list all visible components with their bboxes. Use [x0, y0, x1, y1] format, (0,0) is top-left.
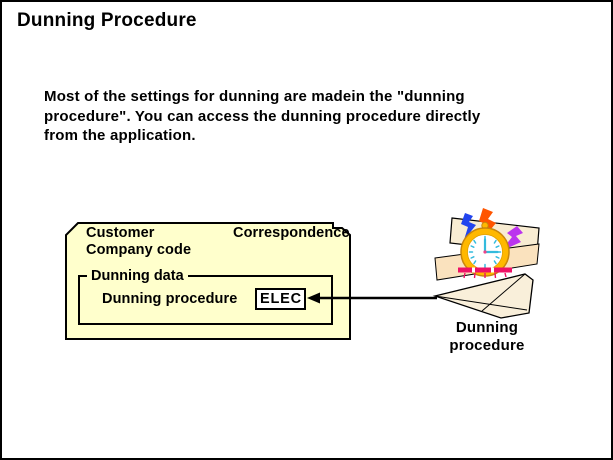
envelope-front	[432, 273, 534, 319]
dunning-envelope-icon	[432, 208, 540, 319]
lightning-bolt-blue-icon	[461, 213, 476, 240]
body-line-3: from the application.	[44, 127, 196, 144]
body-line-1: Most of the settings for dunning are mad…	[44, 88, 465, 105]
body-line-2: procedure". You can access the dunning p…	[44, 107, 481, 125]
form-panel-shape	[65, 222, 351, 340]
clock-hands	[483, 238, 499, 254]
dunning-data-groupbox-label: Dunning data	[87, 268, 188, 284]
field-label-company-code: Company code	[86, 242, 192, 258]
form-panel-outline	[65, 222, 351, 340]
arrow-head-icon	[307, 292, 320, 304]
clipart-caption: Dunning procedure	[426, 319, 548, 355]
body-paragraph: Most of the settings for dunning are mad…	[44, 87, 480, 146]
clipart-caption-line-1: Dunning	[455, 319, 519, 336]
dunning-procedure-value: ELEC	[260, 291, 302, 307]
field-label-dunning-procedure: Dunning procedure	[102, 291, 238, 307]
clipart-caption-line-2: procedure	[449, 337, 525, 354]
arrow-to-field	[307, 292, 437, 304]
clock-center-dot	[483, 250, 487, 254]
envelope-fold-lines	[434, 273, 528, 312]
dunning-data-groupbox: Dunning data	[78, 268, 333, 325]
page-title: Dunning Procedure	[17, 10, 197, 31]
field-label-correspondence: Correspondence	[233, 225, 350, 241]
field-label-customer: Customer	[86, 225, 155, 241]
clock-tick-marks	[468, 235, 502, 269]
dunning-procedure-value-field: ELEC	[255, 288, 306, 310]
pink-band	[458, 267, 512, 279]
